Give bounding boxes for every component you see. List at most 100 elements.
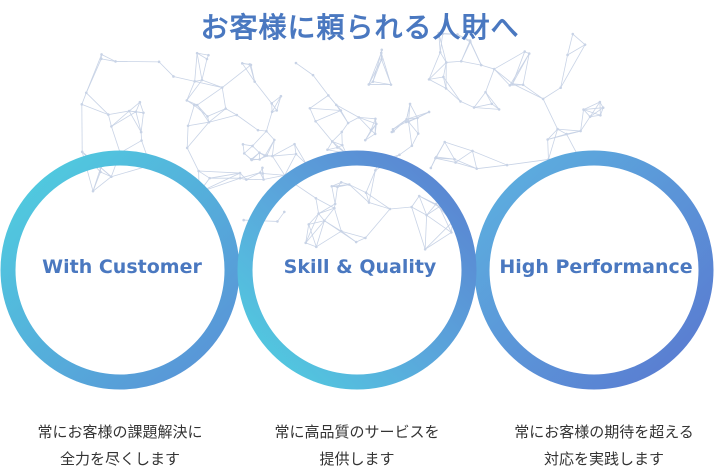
network-node: [334, 203, 337, 206]
network-node: [265, 130, 268, 133]
network-line: [187, 148, 198, 171]
network-node: [410, 206, 413, 209]
network-node: [480, 64, 483, 67]
network-line: [567, 131, 581, 134]
network-line: [425, 232, 451, 249]
network-line: [328, 95, 341, 110]
network-node: [416, 117, 419, 120]
network-node: [172, 75, 175, 78]
network-node: [270, 102, 273, 105]
network-node: [207, 54, 210, 57]
network-line: [159, 62, 173, 77]
network-line: [187, 100, 197, 105]
network-node: [439, 51, 442, 54]
network-node: [355, 241, 358, 244]
network-node: [430, 167, 433, 170]
network-node: [405, 118, 408, 121]
network-node: [196, 104, 199, 107]
network-line: [429, 52, 440, 79]
network-node: [364, 237, 367, 240]
pillar-label-high-performance: High Performance: [476, 256, 716, 278]
network-line: [86, 54, 101, 92]
network-line: [513, 84, 544, 99]
network-line: [319, 214, 325, 221]
network-node: [293, 143, 296, 146]
network-line: [243, 144, 244, 153]
network-line: [429, 79, 446, 88]
network-line: [255, 82, 272, 104]
network-line: [510, 85, 523, 86]
network-line: [373, 53, 381, 82]
network-node: [528, 52, 531, 55]
network-node: [186, 99, 189, 102]
network-node: [99, 171, 102, 174]
network-node: [341, 144, 344, 147]
network-node: [323, 219, 326, 222]
network-node: [259, 171, 262, 174]
network-node: [193, 104, 196, 107]
network-node: [208, 177, 211, 180]
network-line: [369, 170, 375, 202]
network-line: [266, 112, 272, 131]
network-line: [277, 212, 284, 222]
network-node: [523, 50, 526, 53]
page-title: お客様に頼られる人財へ: [0, 6, 720, 46]
network-line: [187, 126, 188, 148]
network-node: [187, 124, 190, 127]
network-node: [135, 110, 138, 113]
network-line: [208, 109, 226, 117]
network-line: [456, 151, 473, 162]
network-line: [477, 165, 507, 169]
network-node: [330, 185, 333, 188]
network-line: [348, 117, 359, 123]
network-node: [498, 108, 501, 111]
network-node: [374, 118, 377, 121]
network-line: [86, 93, 108, 115]
network-line: [250, 64, 255, 81]
network-node: [389, 208, 392, 211]
network-node: [491, 103, 494, 106]
network-node: [556, 128, 559, 131]
network-node: [428, 111, 431, 114]
network-line: [369, 53, 381, 85]
network-node: [380, 58, 383, 61]
network-node: [459, 100, 462, 103]
network-line: [425, 222, 452, 249]
network-line: [474, 107, 499, 109]
network-node: [235, 114, 238, 117]
network-node: [331, 140, 334, 143]
network-line: [494, 52, 525, 69]
network-node: [340, 181, 343, 184]
network-node: [471, 150, 474, 153]
network-line: [136, 112, 141, 132]
network-node: [566, 54, 569, 57]
network-node: [197, 170, 200, 173]
network-node: [380, 49, 383, 52]
network-node: [258, 158, 261, 161]
network-node: [250, 158, 253, 161]
network-line: [523, 85, 543, 99]
network-node: [599, 101, 602, 104]
network-node: [312, 74, 315, 77]
network-node: [245, 178, 248, 181]
network-node: [295, 62, 298, 65]
description-line: 常にお客様の課題解決に: [0, 419, 240, 446]
network-line: [369, 59, 382, 84]
network-node: [370, 129, 373, 132]
network-line: [277, 96, 281, 110]
description-line: 提供します: [237, 446, 477, 473]
network-line: [543, 88, 561, 99]
network-node: [546, 138, 549, 141]
network-node: [261, 166, 264, 169]
network-node: [434, 157, 437, 160]
network-node: [258, 151, 261, 154]
network-node: [186, 147, 189, 150]
network-node: [307, 223, 310, 226]
network-line: [332, 186, 335, 204]
network-line: [244, 153, 251, 159]
network-node: [333, 207, 336, 210]
description-line: 全力を尽くします: [0, 446, 240, 473]
network-line: [199, 171, 210, 178]
network-node: [347, 122, 350, 125]
network-node: [239, 172, 242, 175]
